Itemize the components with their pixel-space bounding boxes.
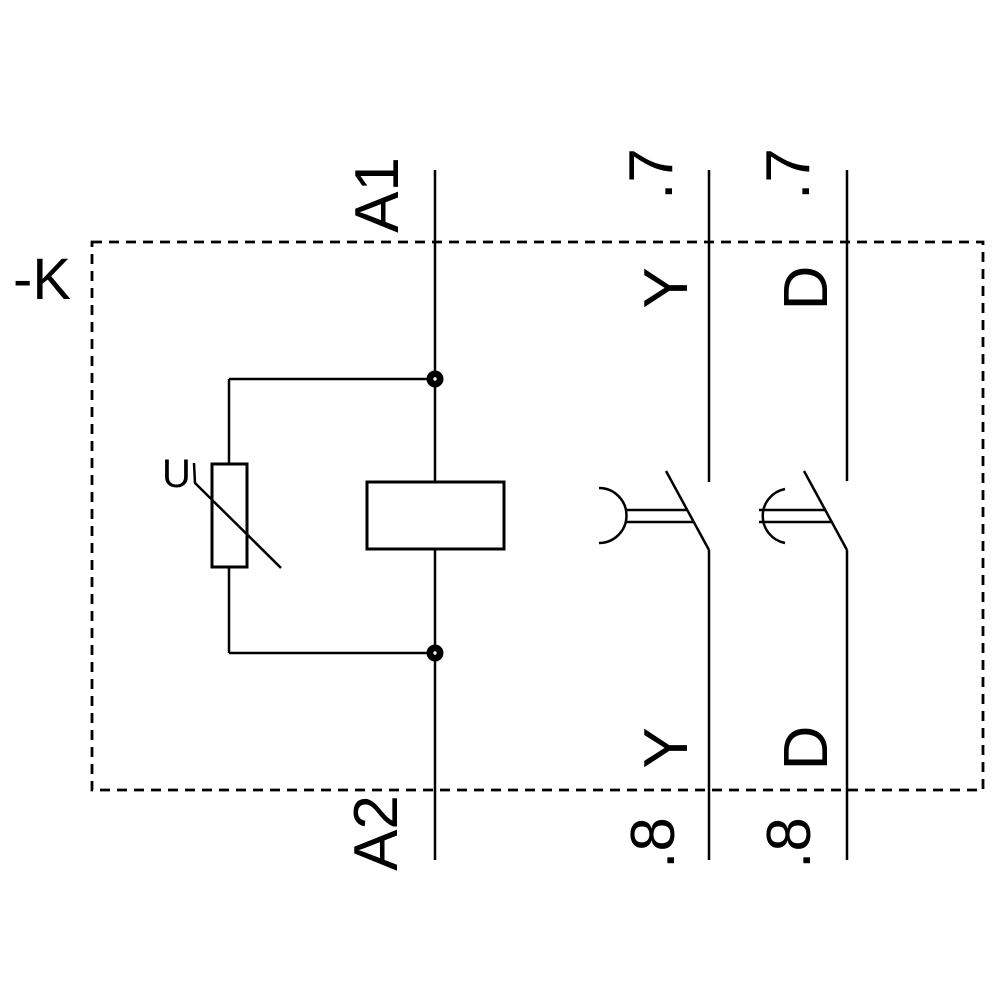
component-boundary-box	[90, 240, 985, 792]
function-label-star-top: Y	[632, 267, 701, 308]
star-contact-symbol	[598, 170, 711, 860]
delta-contact-arm	[802, 470, 849, 551]
delta-contact-linkage-lines	[759, 508, 832, 524]
junction-dot-top	[426, 370, 444, 388]
star-contact-arm	[664, 470, 711, 551]
varistor-diagonal-stroke	[192, 462, 282, 569]
varistor-voltage-label: U	[162, 452, 191, 496]
device-label: -K	[13, 247, 71, 312]
terminal-label-a1: A1	[343, 157, 412, 233]
delta-contact-actuator-arc	[761, 487, 786, 545]
terminal-label-star-bottom: .8	[619, 817, 688, 869]
function-label-star-bottom: Y	[632, 727, 701, 768]
delta-contact-symbol	[759, 170, 849, 860]
function-label-delta-bottom: D	[772, 726, 841, 771]
terminal-label-a2: A2	[342, 795, 411, 871]
terminal-label-star-top: .7	[617, 148, 686, 200]
relay-coil-body	[365, 480, 506, 551]
star-contact-actuator-arc	[598, 486, 628, 545]
terminal-label-delta-bottom: .8	[755, 817, 824, 869]
function-label-delta-top: D	[772, 266, 841, 311]
terminal-label-delta-top: .7	[754, 148, 823, 200]
star-contact-linkage-lines	[625, 508, 693, 524]
varistor-branch-wire	[227, 377, 435, 655]
junction-dot-bottom	[426, 644, 444, 662]
